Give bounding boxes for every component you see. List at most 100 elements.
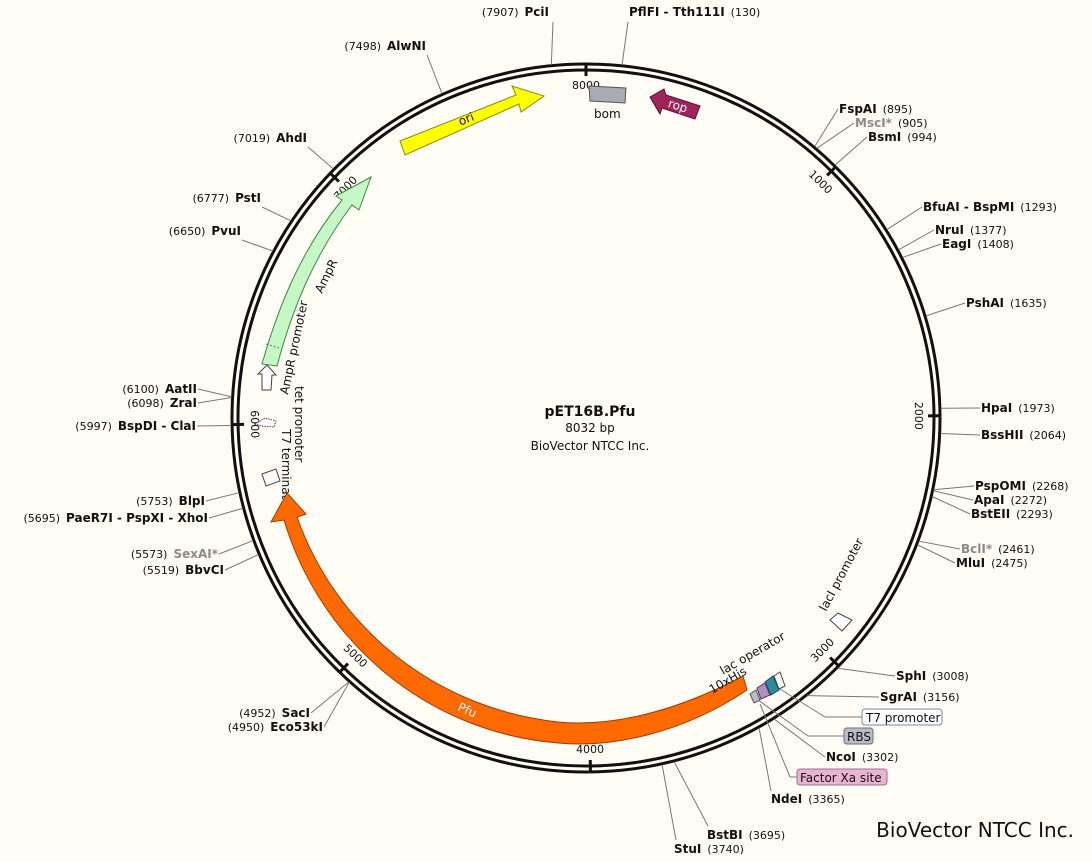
site-label-ncoi[interactable]: NcoI(3302)	[826, 750, 898, 764]
site-label-aatii[interactable]: (6100)AatII	[122, 382, 197, 396]
feature-lac-operator-label: lac operator	[718, 629, 788, 678]
site-leader-line	[758, 727, 772, 792]
site-label-bstbi[interactable]: BstBI(3695)	[707, 828, 785, 842]
site-leader-line	[816, 122, 855, 149]
tick-mark	[826, 165, 838, 177]
site-leader-line	[933, 490, 974, 501]
site-leader-line	[673, 761, 709, 827]
rbs-box[interactable]	[843, 727, 874, 745]
site-label-sphi[interactable]: SphI(3008)	[896, 669, 969, 683]
site-label-eagi[interactable]: EagI(1408)	[942, 237, 1014, 251]
site-leader-line	[241, 239, 273, 252]
site-leader-line	[807, 695, 880, 698]
site-label-bfuai-bspmi[interactable]: BfuAI - BspMI(1293)	[923, 200, 1057, 214]
site-leader-line	[307, 146, 334, 170]
tick-label: 2000	[912, 402, 925, 430]
tick-mark	[337, 662, 350, 674]
feature-ori-arrow[interactable]	[399, 85, 546, 156]
site-leader-line	[886, 206, 923, 231]
site-leader-line	[310, 681, 349, 714]
site-leader-line	[196, 424, 232, 427]
t7-promoter-box[interactable]	[861, 708, 943, 726]
site-label-psti[interactable]: (6777)PstI	[192, 191, 261, 205]
site-leader-line	[323, 682, 350, 728]
feature-bom-box[interactable]	[588, 85, 627, 104]
site-leader-line	[834, 136, 868, 166]
site-label-bsshii[interactable]: BssHII(2064)	[981, 428, 1066, 442]
site-label-sexai[interactable]: (5573)SexAI*	[131, 547, 219, 561]
site-label-sgrai[interactable]: SgrAI(3156)	[880, 690, 959, 704]
site-label-bcli[interactable]: BclI*(2461)	[961, 542, 1035, 556]
site-leader-line	[773, 718, 826, 758]
feature-rop-arrow[interactable]	[649, 88, 701, 120]
feature-tet-promoter-label: tet promoter	[292, 386, 306, 462]
site-label-ndei[interactable]: NdeI(3365)	[771, 792, 845, 806]
site-leader-line	[550, 21, 554, 65]
factor-xa-box[interactable]	[796, 768, 888, 786]
site-label-pvui[interactable]: (6650)PvuI	[169, 224, 241, 238]
site-leader-line	[661, 764, 677, 841]
site-label-hpai[interactable]: HpaI(1973)	[981, 401, 1055, 415]
site-label-bsmi[interactable]: BsmI(994)	[868, 130, 937, 144]
feature-t7-promoter-arrow[interactable]	[773, 671, 786, 690]
site-leader-line	[218, 540, 254, 555]
site-leader-line	[902, 243, 942, 258]
feature-ampr-promoter-arrow[interactable]	[256, 364, 278, 391]
feature-tet-promoter-arrow[interactable]	[253, 417, 277, 428]
feature-pfu-arrow[interactable]	[270, 492, 748, 745]
site-leader-line	[932, 496, 971, 515]
site-leader-line	[925, 302, 966, 317]
feature-rbs-box[interactable]	[749, 689, 761, 704]
site-label-ahdi[interactable]: (7019)AhdI	[234, 131, 307, 145]
site-label-saci[interactable]: (4952)SacI	[239, 706, 310, 720]
site-label-pflfi-tth111i[interactable]: PflFI - Tth111I(130)	[629, 5, 760, 19]
tick-mark	[328, 171, 340, 183]
site-label-blpi[interactable]: (5753)BlpI	[136, 494, 205, 508]
site-label-nrui[interactable]: NruI(1377)	[935, 223, 1007, 237]
site-label-pspomi[interactable]: PspOMI(2268)	[975, 479, 1069, 493]
site-label-msci[interactable]: MscI*(905)	[855, 116, 928, 130]
rbs-leader	[757, 699, 809, 737]
site-label-alwni[interactable]: (7498)AlwNI	[344, 39, 426, 53]
feature-laci-promoter-arrow[interactable]	[829, 612, 853, 632]
site-leader-line	[197, 396, 232, 404]
site-label-mlui[interactable]: MluI(2475)	[956, 556, 1028, 570]
feature-laci-promoter-label: lacI promoter	[816, 536, 866, 614]
brand-watermark: BioVector NTCC Inc.	[876, 818, 1074, 842]
plasmid-name: pET16B.Pfu	[545, 404, 636, 420]
factor-xa-leader	[759, 703, 791, 778]
site-leader-line	[940, 433, 981, 436]
feature-t7-terminator-label: T7 terminator	[279, 428, 293, 512]
plasmid-owner: BioVector NTCC Inc.	[531, 439, 650, 453]
site-leader-lines	[196, 21, 981, 841]
feature-ampr-arrow[interactable]	[261, 175, 372, 367]
tick-mark	[829, 656, 841, 668]
site-label-zrai[interactable]: (6098)ZraI	[127, 396, 197, 410]
site-label-pshai[interactable]: PshAI(1635)	[966, 296, 1047, 310]
feature-his-tag-box[interactable]	[756, 682, 771, 700]
feature-rop-label: rop	[666, 96, 689, 115]
site-label-bsteii[interactable]: BstEII(2293)	[971, 507, 1053, 521]
site-leader-line	[837, 667, 896, 677]
feature-lac-operator-box[interactable]	[764, 675, 780, 696]
feature-t7-terminator-box[interactable]	[261, 468, 281, 487]
site-label-eco53ki[interactable]: (4950)Eco53kI	[228, 720, 323, 734]
site-label-bspdi-clai[interactable]: (5997)BspDI - ClaI	[75, 419, 196, 433]
site-leader-line	[426, 54, 443, 94]
site-label-apai[interactable]: ApaI(2272)	[974, 493, 1047, 507]
site-label-pcii[interactable]: (7907)PciI	[482, 5, 549, 19]
site-leader-line	[898, 229, 935, 251]
site-label-bbvci[interactable]: (5519)BbvCI	[143, 563, 224, 577]
tick-label: 4000	[576, 743, 604, 756]
feature-ori-label: ori	[456, 110, 476, 129]
site-label-stui[interactable]: StuI(3740)	[674, 842, 744, 856]
site-leader-line	[224, 554, 259, 571]
plasmid-length: 8032 bp	[565, 421, 615, 435]
site-leader-line	[933, 485, 975, 491]
factor-xa-label: Factor Xa site	[800, 771, 882, 785]
site-label-paer7i-pspxi-xhoi[interactable]: (5695)PaeR7I - PspXI - XhoI	[23, 511, 208, 525]
site-label-fspai[interactable]: FspAI(895)	[839, 102, 912, 116]
site-leader-line	[814, 108, 839, 147]
site-leader-line	[208, 507, 243, 519]
